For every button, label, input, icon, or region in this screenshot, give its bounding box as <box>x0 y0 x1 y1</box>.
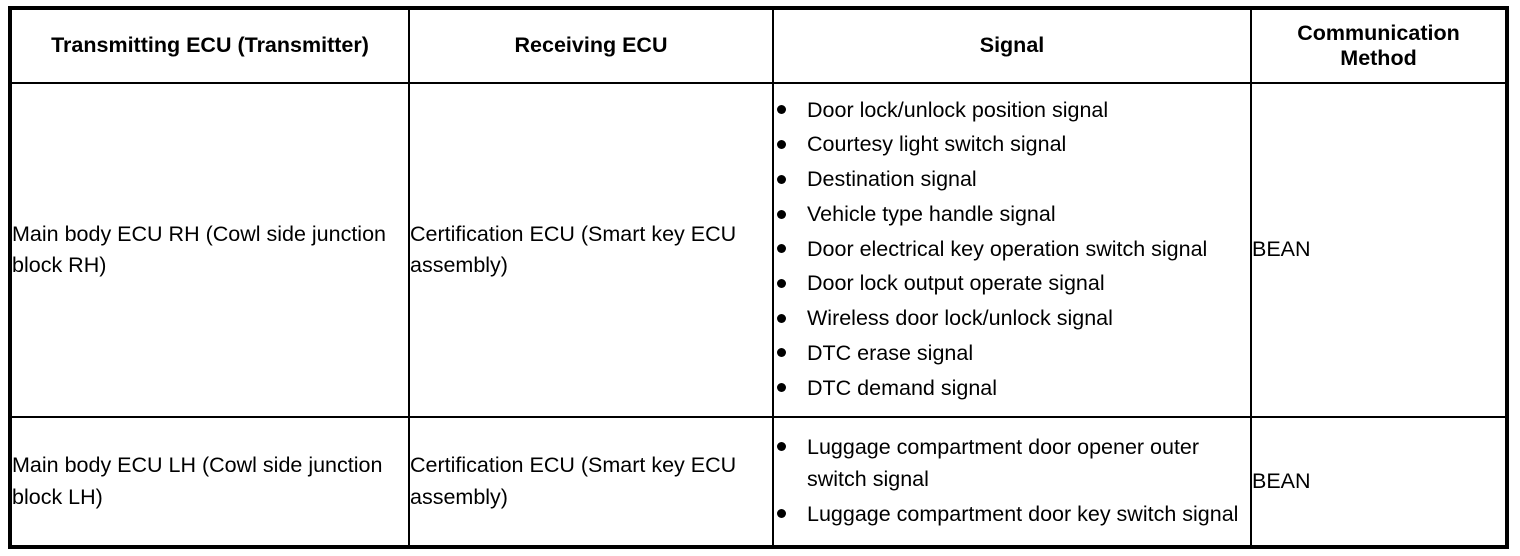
bullet-icon <box>777 278 786 288</box>
list-item: Vehicle type handle signal <box>774 198 1250 230</box>
list-item: DTC erase signal <box>774 337 1250 369</box>
signal-text: DTC erase signal <box>807 340 974 365</box>
list-item: Destination signal <box>774 163 1250 195</box>
column-header-transmitting-ecu: Transmitting ECU (Transmitter) <box>9 7 410 84</box>
list-item: Door lock/unlock position signal <box>774 94 1250 126</box>
bullet-icon <box>777 383 786 393</box>
list-item: Luggage compartment door key switch sign… <box>774 498 1250 530</box>
bullet-icon <box>777 313 786 323</box>
column-header-communication-method-line2: Method <box>1340 46 1417 70</box>
bullet-icon <box>777 509 786 519</box>
cell-method-row1: BEAN <box>1250 82 1508 418</box>
signal-text: Vehicle type handle signal <box>807 201 1056 226</box>
bullet-icon <box>777 140 786 150</box>
table-row: Main body ECU LH (Cowl side junction blo… <box>9 416 1508 548</box>
list-item: Door electrical key operation switch sig… <box>774 233 1250 265</box>
list-item: Courtesy light switch signal <box>774 128 1250 160</box>
cell-signals-row1: Door lock/unlock position signal Courtes… <box>772 82 1252 418</box>
table-body: Main body ECU RH (Cowl side junction blo… <box>9 82 1508 548</box>
column-header-signal: Signal <box>772 7 1252 84</box>
header-row: Transmitting ECU (Transmitter) Receiving… <box>9 7 1508 84</box>
column-header-communication-method-line1: Communication <box>1297 20 1460 45</box>
signal-text: Door lock/unlock position signal <box>807 97 1109 122</box>
list-item: Luggage compartment door opener outer sw… <box>774 431 1250 495</box>
ecu-communication-table: Transmitting ECU (Transmitter) Receiving… <box>8 6 1509 549</box>
bullet-icon <box>777 209 786 219</box>
bullet-icon <box>777 244 786 254</box>
table-row: Main body ECU RH (Cowl side junction blo… <box>9 82 1508 418</box>
cell-transmitter-row2: Main body ECU LH (Cowl side junction blo… <box>9 416 410 548</box>
signal-text: Door lock output operate signal <box>807 271 1105 296</box>
ecu-communication-table-container: Transmitting ECU (Transmitter) Receiving… <box>8 6 1509 549</box>
signal-text: DTC demand signal <box>807 375 998 400</box>
cell-method-row2: BEAN <box>1250 416 1508 548</box>
bullet-icon <box>777 348 786 358</box>
signal-text: Door electrical key operation switch sig… <box>807 236 1208 261</box>
bullet-icon <box>777 442 786 452</box>
column-header-communication-method: Communication Method <box>1250 7 1508 84</box>
list-item: DTC demand signal <box>774 372 1250 404</box>
list-item: Door lock output operate signal <box>774 267 1250 299</box>
signal-text: Courtesy light switch signal <box>807 132 1067 157</box>
signal-list-row1: Door lock/unlock position signal Courtes… <box>774 94 1250 404</box>
signal-text: Luggage compartment door opener outer sw… <box>807 434 1200 491</box>
bullet-icon <box>777 174 786 184</box>
cell-receiver-row2: Certification ECU (Smart key ECU assembl… <box>408 416 774 548</box>
list-item: Wireless door lock/unlock signal <box>774 302 1250 334</box>
signal-list-row2: Luggage compartment door opener outer sw… <box>774 431 1250 530</box>
cell-signals-row2: Luggage compartment door opener outer sw… <box>772 416 1252 548</box>
signal-text: Luggage compartment door key switch sign… <box>807 501 1239 526</box>
table-header: Transmitting ECU (Transmitter) Receiving… <box>9 7 1508 84</box>
signal-text: Wireless door lock/unlock signal <box>807 306 1113 331</box>
signal-text: Destination signal <box>807 167 977 192</box>
cell-receiver-row1: Certification ECU (Smart key ECU assembl… <box>408 82 774 418</box>
bullet-icon <box>777 105 786 115</box>
column-header-receiving-ecu: Receiving ECU <box>408 7 774 84</box>
cell-transmitter-row1: Main body ECU RH (Cowl side junction blo… <box>9 82 410 418</box>
